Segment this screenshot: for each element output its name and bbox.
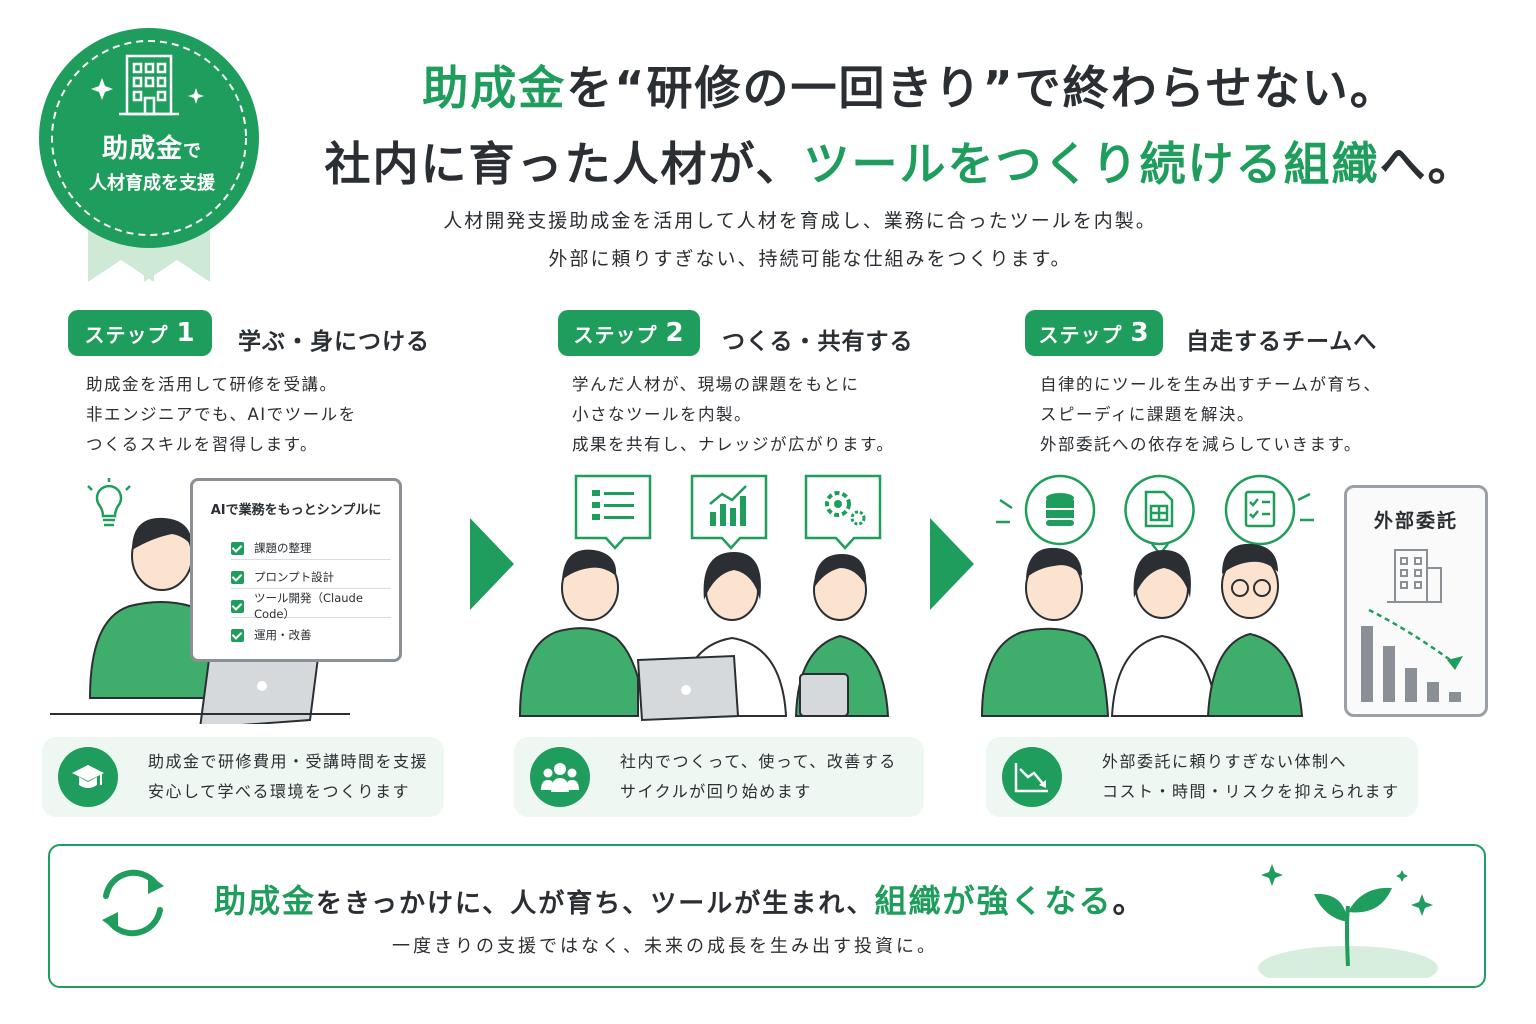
- banner-green1: 助成金: [214, 882, 317, 920]
- headline-line1-rest: を“研修の一回きり”で終わらせない。: [566, 61, 1398, 115]
- check-list-icon: [1244, 490, 1276, 528]
- step3-info-line: コスト・時間・リスクを抑えられます: [1102, 782, 1400, 801]
- headline-line2-green: ツールをつくり続ける組織: [803, 137, 1380, 191]
- headline-line1: 助成金を“研修の一回きり”で終わらせない。: [300, 52, 1520, 118]
- checkbox-checked-icon: [231, 628, 244, 642]
- headline-line1-green: 助成金: [422, 61, 567, 115]
- building-icon: [119, 54, 179, 116]
- checklist-title: AIで業務をもっとシンプルに: [210, 503, 382, 518]
- headline-line2-post: へ。: [1379, 137, 1476, 191]
- outsourcing-title: 外部委託: [1373, 510, 1458, 532]
- checklist-item: 運用・改善: [231, 624, 391, 646]
- banner-text1: をきっかけに、人が育ち、ツールが生まれ、: [316, 889, 875, 919]
- step2-number: 2: [665, 318, 685, 348]
- headline-line2-pre: 社内に育った人材が、: [324, 137, 804, 191]
- step1-info-line: 安心して学べる環境をつくります: [148, 782, 411, 801]
- checklist-item-label: ツール開発（Claude Code）: [254, 591, 363, 621]
- chart-bubble-icon: [690, 474, 768, 550]
- step1-desc-line: 助成金を活用して研修を受講。: [86, 375, 338, 394]
- badge-line1-main: 助成金: [101, 134, 183, 164]
- checklist-item: 課題の整理: [231, 537, 391, 560]
- badge-line1-suffix: で: [183, 141, 202, 162]
- step2-info-box: 社内でつくって、使って、改善するサイクルが回り始めます: [514, 737, 924, 817]
- outsourcing-card: 外部委託: [1344, 485, 1488, 717]
- step2-desc-line: 成果を共有し、ナレッジが広がります。: [572, 435, 895, 454]
- step3-desc-line: 外部委託への依存を減らしていきます。: [1040, 435, 1362, 454]
- step2-desc-line: 学んだ人材が、現場の課題をもとに: [572, 375, 860, 394]
- subtitle-line2: 外部に頼りすぎない、持続可能な仕組みをつくります。: [548, 248, 1072, 270]
- step2-title: つくる・共有する: [722, 329, 914, 355]
- step1-pill-label: ステップ: [84, 322, 169, 347]
- refresh-cycle-icon: [102, 869, 164, 937]
- checklist-card: AIで業務をもっとシンプルに 課題の整理 プロンプト設計 ツール開発（Claud…: [190, 478, 402, 662]
- step2-pill: ステップ 2: [558, 310, 700, 356]
- trend-down-icon: [1002, 747, 1062, 807]
- checkbox-checked-icon: [231, 541, 244, 555]
- checklist-item-label: 運用・改善: [254, 628, 312, 642]
- step1-pill: ステップ 1: [68, 310, 212, 356]
- checkbox-checked-icon: [231, 599, 244, 613]
- office-building-icon: [1387, 549, 1442, 603]
- step3-desc-line: スピーディに課題を解決。: [1040, 405, 1255, 424]
- conclusion-banner: [48, 844, 1486, 988]
- step1-desc-line: 非エンジニアでも、AIでツールを: [86, 405, 357, 424]
- step2-info-line: サイクルが回り始めます: [620, 782, 812, 801]
- arrow-right-icon: [930, 518, 974, 610]
- step3-illustration: [980, 474, 1314, 717]
- step1-info-box: 助成金で研修費用・受講時間を支援安心して学べる環境をつくります: [42, 737, 444, 817]
- step1-description: 助成金を活用して研修を受講。 非エンジニアでも、AIでツールを つくるスキルを習…: [86, 370, 357, 460]
- database-icon: [1046, 493, 1074, 526]
- step2-illustration: [518, 474, 890, 722]
- badge-emblem: [39, 28, 259, 282]
- team-icon: [530, 747, 590, 807]
- step2-pill-label: ステップ: [573, 322, 658, 347]
- sprout-icon: [1258, 864, 1438, 978]
- banner-subtext: 一度きりの支援ではなく、未来の成長を生み出す投資に。: [392, 936, 938, 957]
- graduation-cap-icon: [58, 747, 118, 807]
- step2-desc-line: 小さなツールを内製。: [572, 405, 752, 424]
- subtitle-line1: 人材開発支援助成金を活用して人材を育成し、業務に合ったツールを内製。: [443, 210, 1157, 232]
- checkbox-checked-icon: [231, 570, 244, 584]
- badge-label: 助成金で 人材育成を支援: [72, 128, 232, 195]
- arrow-right-icon: [470, 518, 514, 610]
- list-bubble-icon: [574, 474, 652, 550]
- step2-description: 学んだ人材が、現場の課題をもとに 小さなツールを内製。 成果を共有し、ナレッジが…: [572, 370, 894, 460]
- step3-info-box: 外部委託に頼りすぎない体制へコスト・時間・リスクを抑えられます: [986, 737, 1418, 817]
- step3-info-line: 外部委託に頼りすぎない体制へ: [1102, 752, 1348, 771]
- step1-title: 学ぶ・身につける: [238, 329, 430, 355]
- checklist-item-label: 課題の整理: [254, 541, 312, 555]
- step3-number: 3: [1130, 318, 1150, 348]
- step3-description: 自律的にツールを生み出すチームが育ち、 スピーディに課題を解決。 外部委託への依…: [1040, 370, 1382, 460]
- lightbulb-icon: [87, 478, 131, 527]
- step1-number: 1: [176, 318, 196, 348]
- step1-desc-line: つくるスキルを習得します。: [86, 435, 319, 454]
- step3-pill-label: ステップ: [1038, 322, 1123, 347]
- step3-title: 自走するチームへ: [1186, 329, 1378, 355]
- step3-desc-line: 自律的にツールを生み出すチームが育ち、: [1040, 375, 1382, 394]
- step2-info-line: 社内でつくって、使って、改善する: [620, 752, 897, 771]
- banner-green2: 組織が強くなる: [874, 882, 1113, 920]
- headline-line2: 社内に育った人材が、ツールをつくり続ける組織へ。: [280, 128, 1520, 194]
- step3-pill: ステップ 3: [1025, 310, 1163, 356]
- banner-headline: 助成金をきっかけに、人が育ち、ツールが生まれ、組織が強くなる。: [214, 876, 1147, 922]
- banner-end: 。: [1112, 882, 1147, 920]
- spreadsheet-icon: [1144, 490, 1174, 528]
- checklist-item: ツール開発（Claude Code）: [231, 591, 391, 621]
- step1-info-line: 助成金で研修費用・受講時間を支援: [148, 752, 429, 771]
- declining-chart-icon: [1361, 549, 1463, 702]
- checklist-item: プロンプト設計: [231, 566, 391, 589]
- checklist-icon-circle: [1224, 474, 1296, 546]
- badge-line2: 人材育成を支援: [89, 173, 215, 194]
- checklist-item-label: プロンプト設計: [254, 570, 335, 584]
